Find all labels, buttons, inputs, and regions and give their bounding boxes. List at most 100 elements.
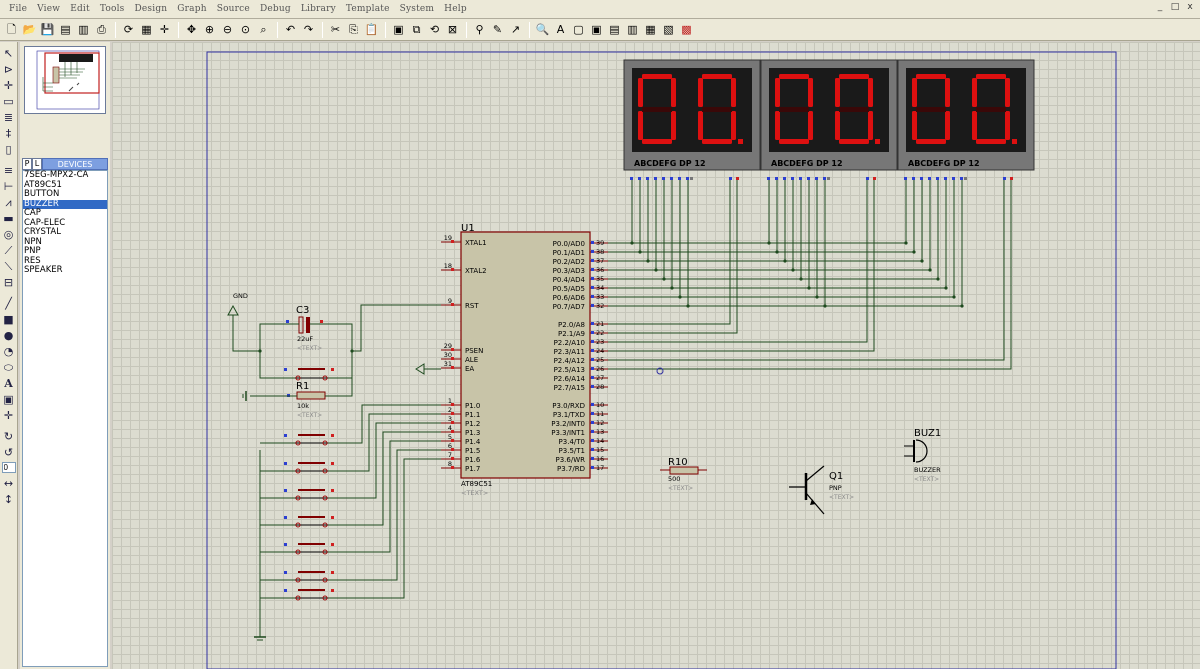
text-icon[interactable]: A <box>4 376 13 390</box>
remove-sheet-icon[interactable]: ▣ <box>591 23 602 36</box>
graph-icon[interactable]: ⩘ <box>5 195 12 209</box>
minimize-button[interactable]: _ <box>1157 2 1163 12</box>
block-copy-icon[interactable]: ▣ <box>393 23 404 36</box>
copy-icon[interactable]: ⎘ <box>349 23 358 36</box>
r10-body[interactable] <box>669 466 699 475</box>
u1-body[interactable] <box>460 231 591 479</box>
menu-file[interactable]: File <box>9 4 28 14</box>
netlist-icon[interactable]: ▩ <box>681 23 692 36</box>
device-pin-icon[interactable]: ⊢ <box>3 179 14 193</box>
menu-template[interactable]: Template <box>345 4 390 14</box>
pan-icon[interactable]: ✥ <box>186 23 197 36</box>
save-icon[interactable]: 💾 <box>40 23 55 36</box>
text-script-icon[interactable]: ≣ <box>3 110 14 124</box>
terminal-icon[interactable]: ≡ <box>3 163 14 177</box>
box-icon[interactable]: ■ <box>3 312 14 326</box>
wire-autorouter-icon[interactable]: ↗ <box>510 23 521 36</box>
mirror-y-icon[interactable]: ↕ <box>3 492 14 506</box>
symbol-icon[interactable]: ▣ <box>3 392 14 406</box>
rotate-ccw-icon[interactable]: ↺ <box>3 445 14 459</box>
device-item-speaker[interactable]: SPEAKER <box>24 265 63 275</box>
pick-device-icon[interactable]: ⚲ <box>475 23 484 36</box>
import-icon[interactable]: ▤ <box>60 23 71 36</box>
device-item-buzzer[interactable]: BUZZER <box>23 199 107 209</box>
menu-design[interactable]: Design <box>134 4 168 14</box>
buz1-body[interactable] <box>915 439 928 463</box>
gnd-terminal[interactable] <box>227 304 239 316</box>
component-mode-icon[interactable]: ⊳ <box>3 62 14 76</box>
menu-tools[interactable]: Tools <box>99 4 125 14</box>
print-icon[interactable]: ⎙ <box>97 23 106 36</box>
menu-system[interactable]: System <box>399 4 435 14</box>
overview-window[interactable] <box>24 46 106 114</box>
refresh-icon[interactable]: ⟳ <box>123 23 134 36</box>
goto-sheet-icon[interactable]: ▤ <box>609 23 620 36</box>
bom-icon[interactable]: ▦ <box>645 23 656 36</box>
device-item-pnp[interactable]: PNP <box>24 246 41 256</box>
zoom-area-icon[interactable]: ⌕ <box>260 23 267 36</box>
menu-view[interactable]: View <box>37 4 61 14</box>
c3-plate[interactable] <box>298 316 304 334</box>
cut-icon[interactable]: ✂ <box>330 23 341 36</box>
block-delete-icon[interactable]: ⊠ <box>447 23 458 36</box>
path-icon[interactable]: ⬭ <box>3 360 14 374</box>
device-item-res[interactable]: RES <box>24 255 41 266</box>
property-assign-icon[interactable]: A <box>556 23 565 36</box>
zoom-in-icon[interactable]: ⊕ <box>204 23 215 36</box>
erc-icon[interactable]: ▧ <box>663 23 674 36</box>
zoom-all-icon[interactable]: ⊙ <box>240 23 251 36</box>
generator-icon[interactable]: ◎ <box>3 227 14 241</box>
line-icon[interactable]: ╱ <box>5 296 12 310</box>
mirror-x-icon[interactable]: ↔ <box>3 476 14 490</box>
rotate-cw-icon[interactable]: ↻ <box>3 429 14 443</box>
block-rotate-icon[interactable]: ⟲ <box>429 23 440 36</box>
undo-icon[interactable]: ↶ <box>285 23 296 36</box>
arc-icon[interactable]: ◔ <box>3 344 14 358</box>
new-sheet-icon[interactable]: ▢ <box>573 23 584 36</box>
menu-source[interactable]: Source <box>216 4 250 14</box>
search-icon[interactable]: 🔍 <box>535 23 550 36</box>
marker-icon[interactable]: ✛ <box>3 408 14 422</box>
tape-recorder-icon[interactable]: ▬ <box>3 211 14 225</box>
device-item-at89c51[interactable]: AT89C51 <box>24 179 62 190</box>
origin-icon[interactable]: ✛ <box>159 23 170 36</box>
menu-graph[interactable]: Graph <box>177 4 207 14</box>
new-icon[interactable]: 🗋 <box>7 23 16 36</box>
wire-label-icon[interactable]: ▭ <box>3 94 14 108</box>
junction-icon[interactable]: ✛ <box>3 78 14 92</box>
selection-mode-icon[interactable]: ↖ <box>3 46 14 60</box>
circle-icon[interactable]: ● <box>3 328 14 342</box>
make-device-icon[interactable]: ✎ <box>492 23 503 36</box>
bus-icon[interactable]: ‡ <box>5 126 12 140</box>
export-icon[interactable]: ▥ <box>78 23 89 36</box>
redo-icon[interactable]: ↷ <box>303 23 314 36</box>
open-icon[interactable]: 📂 <box>22 23 37 36</box>
menu-library[interactable]: Library <box>300 4 336 14</box>
zoom-child-icon[interactable]: ▥ <box>627 23 638 36</box>
device-item-button[interactable]: BUTTON <box>24 189 60 199</box>
paste-icon[interactable]: 📋 <box>364 23 379 36</box>
device-item-npn[interactable]: NPN <box>24 236 42 247</box>
menu-debug[interactable]: Debug <box>259 4 291 14</box>
voltage-probe-icon[interactable]: ⟋ <box>4 243 13 257</box>
block-move-icon[interactable]: ⧉ <box>412 23 421 36</box>
power-terminal[interactable] <box>415 363 425 375</box>
device-item-cap-elec[interactable]: CAP-ELEC <box>24 217 66 228</box>
menu-edit[interactable]: Edit <box>70 4 90 14</box>
current-probe-icon[interactable]: ⟍ <box>4 259 13 273</box>
pick-devices-button[interactable]: P <box>22 158 32 170</box>
rotation-angle-field[interactable] <box>1 462 16 473</box>
device-item-7seg-mpx2-ca[interactable]: 7SEG-MPX2-CA <box>24 170 89 180</box>
device-item-crystal[interactable]: CRYSTAL <box>24 227 61 237</box>
zoom-out-icon[interactable]: ⊖ <box>222 23 233 36</box>
library-manager-button[interactable]: L <box>32 158 42 170</box>
virtual-instrument-icon[interactable]: ⊟ <box>3 275 14 289</box>
r1-body[interactable] <box>296 391 326 400</box>
grid-icon[interactable]: ▦ <box>141 23 152 36</box>
device-item-cap[interactable]: CAP <box>24 208 41 218</box>
close-button[interactable]: x <box>1187 2 1193 12</box>
menu-help[interactable]: Help <box>444 4 467 14</box>
